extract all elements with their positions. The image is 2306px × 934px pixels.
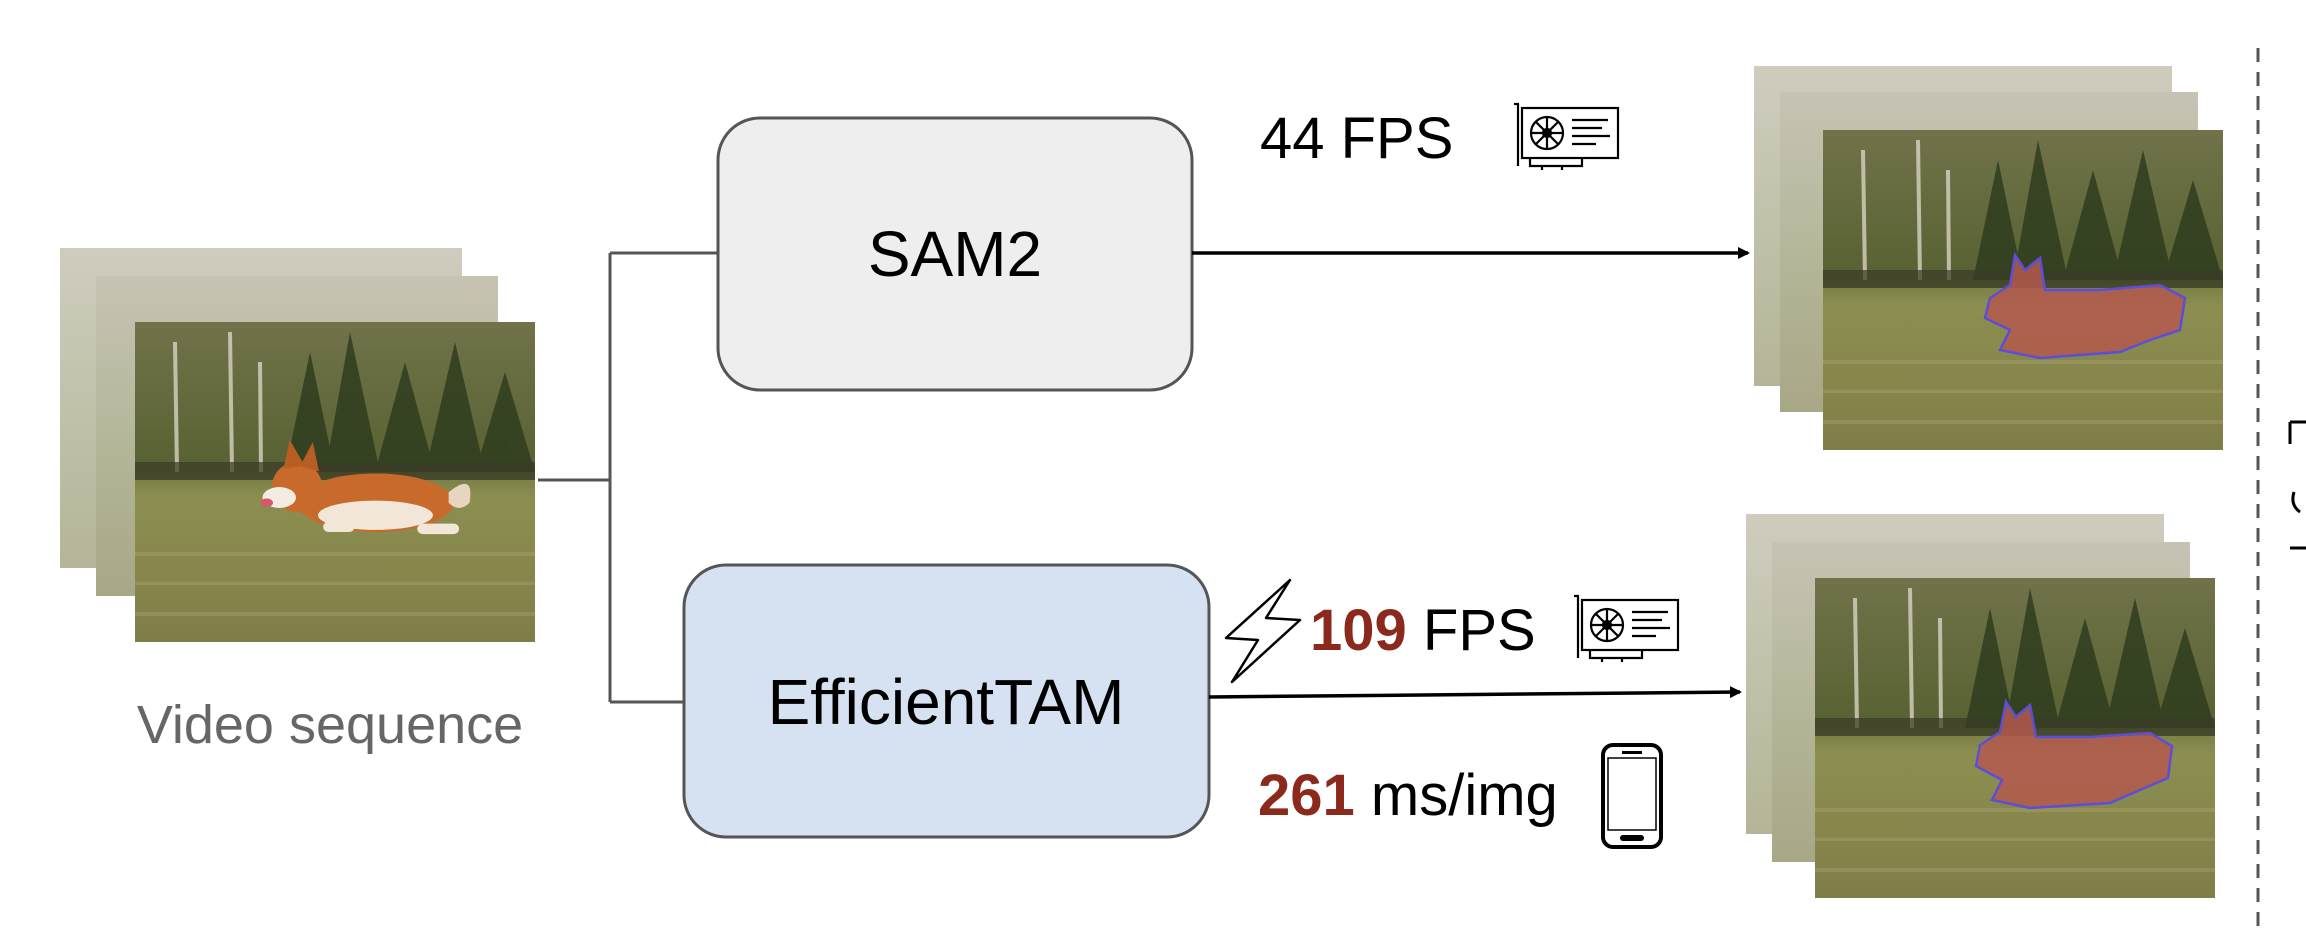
- efficienttam-fps-text: 109 FPS: [1310, 598, 1536, 663]
- branch-connector: [538, 251, 718, 704]
- input-video-stack: [60, 248, 535, 642]
- gpu-card-icon-2: [1572, 594, 1680, 664]
- lightning-icon: [1224, 578, 1302, 684]
- clipped-edge-marks: [2288, 420, 2306, 550]
- sam2-fps-text: 44 FPS: [1260, 106, 1453, 171]
- efficienttam-latency-value: 261: [1258, 763, 1355, 828]
- efficienttam-output-stack: [1746, 514, 2215, 898]
- sam2-label: SAM2: [868, 218, 1042, 290]
- sam2-segmentation-mask: [1983, 251, 2187, 360]
- smartphone-icon: [1601, 743, 1663, 849]
- gpu-card-icon: [1512, 102, 1620, 172]
- input-label: Video sequence: [137, 695, 523, 755]
- efficienttam-fps-value: 109: [1310, 598, 1407, 663]
- efficienttam-label: EfficientTAM: [768, 666, 1125, 738]
- efficienttam-fps-unit: FPS: [1423, 598, 1536, 663]
- efficienttam-latency-text: 261 ms/img: [1258, 763, 1558, 828]
- efficienttam-segmentation-mask: [1974, 698, 2174, 810]
- efficienttam-output-arrow: [1208, 686, 1742, 699]
- efficienttam-box: [682, 563, 1211, 839]
- sam2-output-stack: [1754, 66, 2223, 450]
- efficienttam-latency-unit: ms/img: [1371, 763, 1558, 828]
